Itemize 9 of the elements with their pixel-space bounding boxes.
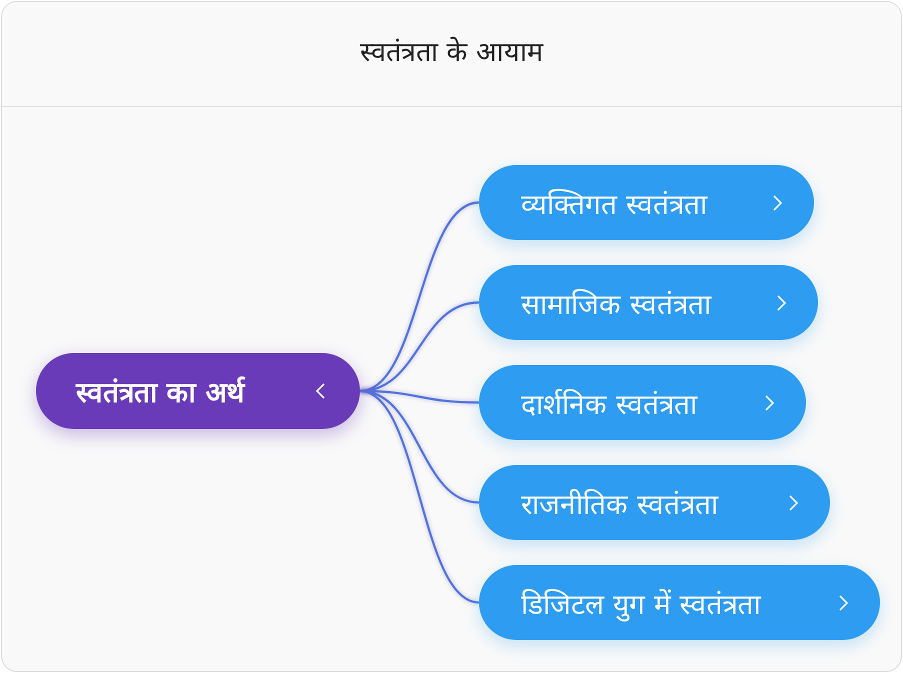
subtopic-label: सामाजिक स्वतंत्रता (521, 286, 711, 322)
topic-label: स्वतंत्रता का अर्थ (76, 375, 244, 410)
subtopic-label: व्यक्तिगत स्वतंत्रता (521, 186, 707, 222)
subtopic-label: राजनीतिक स्वतंत्रता (521, 486, 718, 522)
subtopic-label: डिजिटल युग में स्वतंत्रता (521, 586, 761, 622)
diagram-title: स्वतंत्रता के आयाम (358, 36, 544, 69)
subtopic-label: दार्शनिक स्वतंत्रता (521, 386, 697, 422)
connector-curve (360, 301, 480, 392)
connector-curve (360, 390, 480, 604)
